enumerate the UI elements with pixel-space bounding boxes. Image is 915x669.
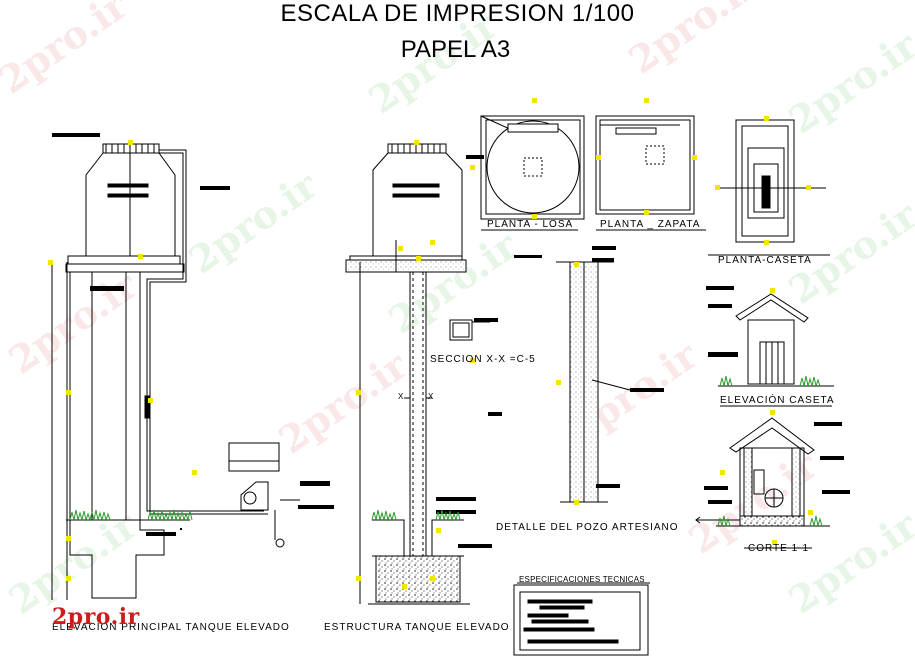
label-seccion: SECCION X-X =C-5: [430, 354, 536, 365]
label-corte: CORTE 1-1: [748, 543, 810, 554]
especificaciones-tabla: [513, 582, 650, 656]
label-detalle-pozo: DETALLE DEL POZO ARTESIANO: [496, 522, 679, 533]
site-logo: 2pro.ir: [52, 604, 140, 630]
label-elevacion-principal: ELEVACION PRINCIPAL TANQUE ELEVADO: [52, 622, 290, 633]
sheet-title-paper: PAPEL A3: [400, 36, 511, 63]
planta-caseta: [708, 119, 830, 256]
label-especificaciones: ESPECIFICACIONES TECNICAS: [519, 575, 645, 584]
label-bars: [52, 133, 850, 548]
label-section-x-left: X: [398, 392, 405, 401]
label-section-x-right: X: [428, 392, 435, 401]
elevacion-principal: [51, 143, 300, 600]
elevacion-caseta: [718, 293, 834, 407]
corte-1-1: [695, 417, 830, 549]
grass: [69, 375, 823, 527]
label-planta-caseta: PLANTA-CASETA: [718, 255, 812, 266]
label-elevacion-caseta: ELEVACIÓN CASETA: [720, 395, 835, 406]
sheet-title-scale: ESCALA DE IMPRESION 1/100: [280, 0, 635, 27]
pozo-artesiano: [556, 261, 631, 503]
grip-markers: [48, 98, 813, 589]
label-planta-losa: PLANTA - LOSA: [487, 219, 574, 230]
plantas: [480, 115, 706, 231]
label-planta-zapata: PLANTA _ ZAPATA: [600, 219, 701, 230]
label-estructura: ESTRUCTURA TANQUE ELEVADO: [324, 622, 510, 633]
estructura-tanque: [345, 143, 490, 605]
